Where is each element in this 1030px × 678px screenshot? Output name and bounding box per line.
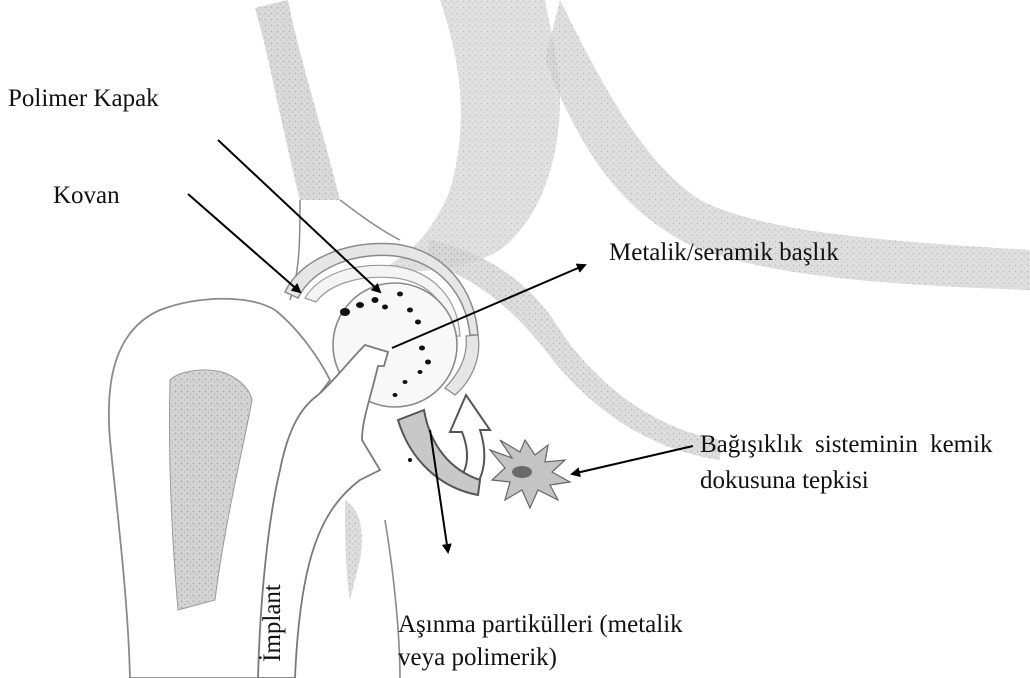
arrow-immune xyxy=(572,446,693,474)
label-head: Metalik/seramik başlık xyxy=(609,238,839,268)
label-wear-line2: veya polimerik) xyxy=(398,643,557,673)
label-implant: İmplant xyxy=(258,584,288,662)
label-immune-line1: Bağışıklık sisteminin kemik xyxy=(700,430,993,460)
label-cup: Kovan xyxy=(53,181,120,211)
label-immune-line2: dokusuna tepkisi xyxy=(700,466,869,496)
cycle-arrow-icon xyxy=(398,395,490,495)
arrow-cup xyxy=(188,194,300,292)
label-polymer-cap: Polimer Kapak xyxy=(8,84,159,114)
label-wear-line1: Aşınma partikülleri (metalik xyxy=(398,610,683,640)
immune-cell-icon xyxy=(490,440,570,508)
